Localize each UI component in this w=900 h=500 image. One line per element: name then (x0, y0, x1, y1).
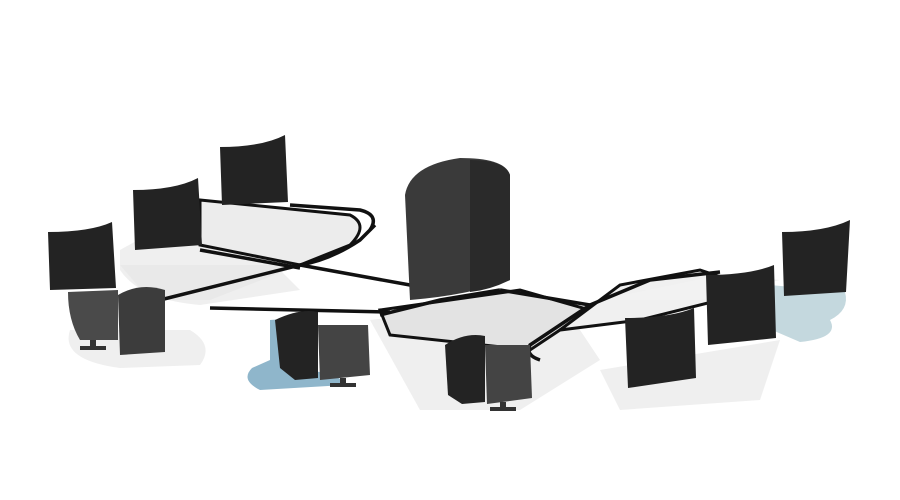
monitor-icon (220, 135, 288, 205)
chair-icon (68, 286, 165, 355)
monitor-icon (706, 265, 776, 345)
monitor-icon (48, 222, 116, 290)
chair-icon (445, 335, 532, 411)
monitor-icon (782, 220, 850, 296)
monitor-icon (625, 308, 696, 388)
server-tower (405, 158, 510, 300)
light-blue-spill (770, 285, 846, 342)
chair-icon (275, 311, 370, 387)
monitors (48, 135, 850, 388)
monitor-icon (133, 178, 202, 250)
desk-top-left (198, 198, 362, 267)
chairs (68, 286, 532, 411)
